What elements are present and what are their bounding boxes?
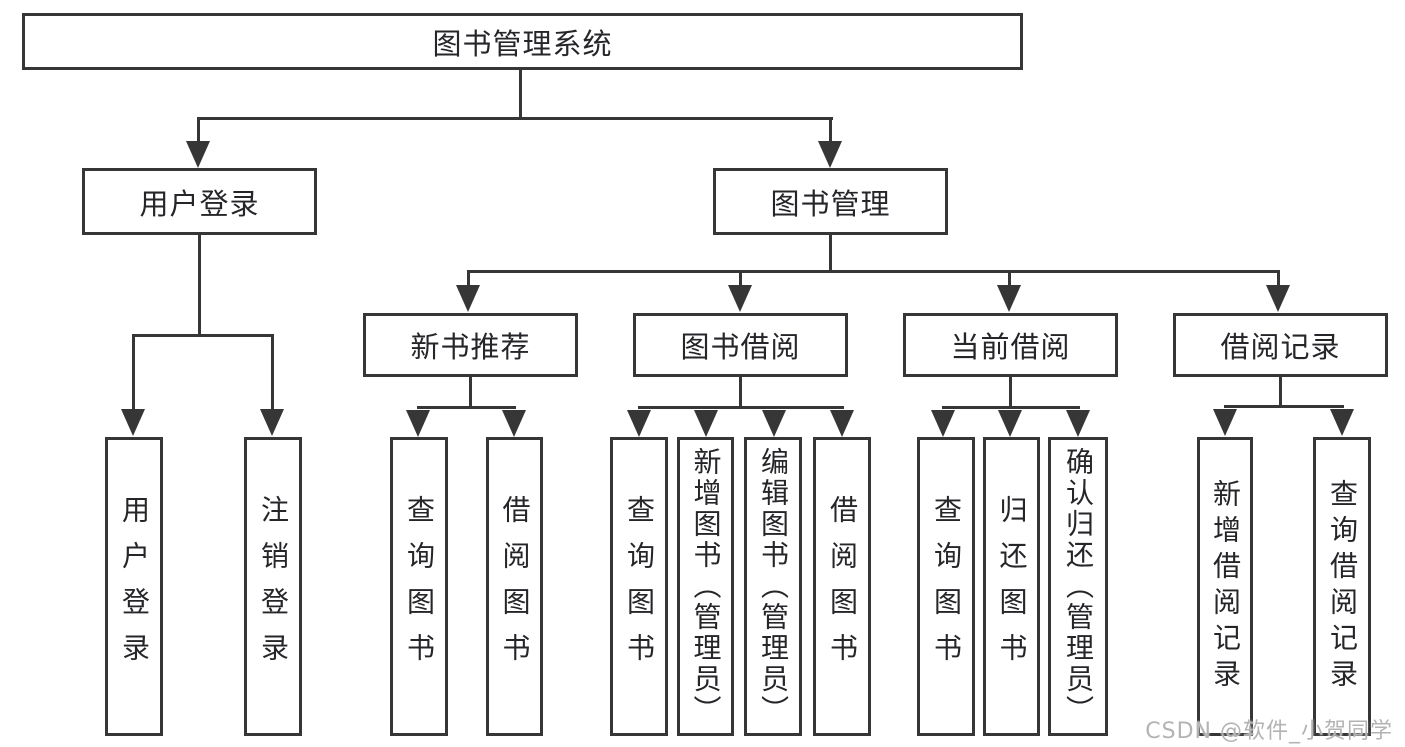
node-leaf-edit-book-admin: 编辑图书（管理员）	[744, 437, 802, 736]
node-leaf-logout: 注销登录	[244, 437, 302, 736]
connector-line	[467, 270, 1280, 273]
connector-line	[942, 406, 1080, 409]
arrow-down-icon	[502, 410, 526, 437]
connector-line	[1279, 377, 1282, 408]
arrow-down-icon	[1066, 410, 1090, 437]
arrow-down-icon	[830, 410, 854, 437]
arrow-down-icon	[1266, 285, 1290, 312]
connector-line	[739, 270, 742, 287]
node-book-borrow: 图书借阅	[633, 313, 848, 377]
node-leaf-user-login: 用户登录	[105, 437, 163, 736]
connector-line	[739, 377, 742, 409]
connector-line	[1008, 270, 1011, 287]
node-leaf-confirm-return-admin: 确认归还（管理员）	[1048, 437, 1108, 736]
arrow-down-icon	[1213, 409, 1237, 436]
node-leaf-query-book-1: 查询图书	[390, 437, 448, 736]
leaf-label: 查询图书	[403, 494, 436, 679]
node-user-login: 用户登录	[82, 168, 317, 235]
leaf-label: 借阅图书	[498, 494, 532, 679]
connector-line	[1224, 405, 1344, 408]
arrow-down-icon	[997, 285, 1021, 312]
leaf-label: 注销登录	[257, 494, 290, 679]
node-leaf-query-borrow-record: 查询借阅记录	[1313, 437, 1371, 736]
connector-line	[1009, 377, 1012, 409]
connector-line	[132, 334, 274, 337]
arrow-down-icon	[818, 141, 842, 168]
leaf-label: 新增借阅记录	[1209, 478, 1242, 695]
arrow-down-icon	[627, 410, 651, 437]
leaf-label: 归还图书	[995, 494, 1029, 679]
leaf-label: 查询借阅记录	[1326, 478, 1359, 695]
connector-line	[467, 270, 470, 287]
node-leaf-query-book-3: 查询图书	[917, 437, 975, 736]
arrow-down-icon	[694, 410, 718, 437]
arrow-down-icon	[931, 410, 955, 437]
connector-line	[469, 377, 472, 409]
arrow-down-icon	[762, 410, 786, 437]
connector-line	[417, 406, 516, 409]
node-root-library-system: 图书管理系统	[22, 13, 1023, 70]
connector-line	[1277, 270, 1280, 287]
connector-line	[132, 334, 135, 412]
leaf-label: 查询图书	[623, 494, 656, 679]
leaf-label: 新增图书（管理员）	[689, 447, 723, 726]
connector-line	[197, 117, 200, 143]
leaf-label: 查询图书	[930, 494, 963, 679]
node-leaf-return-book: 归还图书	[983, 437, 1040, 736]
arrow-down-icon	[998, 410, 1022, 437]
csdn-watermark: CSDN @软件_小贺同学	[1145, 719, 1393, 744]
connector-line	[638, 406, 844, 409]
leaf-label: 确认归还（管理员）	[1062, 447, 1095, 726]
leaf-label: 编辑图书（管理员）	[757, 447, 790, 726]
arrow-down-icon	[121, 409, 145, 436]
arrow-down-icon	[1330, 409, 1354, 436]
node-leaf-add-book-admin: 新增图书（管理员）	[677, 437, 734, 736]
node-leaf-query-book-2: 查询图书	[610, 437, 668, 736]
arrow-down-icon	[406, 410, 430, 437]
connector-line	[197, 117, 833, 120]
leaf-label: 借阅图书	[826, 494, 859, 679]
node-leaf-borrow-book-2: 借阅图书	[813, 437, 871, 736]
connector-line	[829, 117, 832, 143]
node-new-book-recommend: 新书推荐	[363, 313, 578, 377]
node-book-management: 图书管理	[713, 168, 948, 235]
leaf-label: 用户登录	[118, 494, 151, 679]
node-current-borrow: 当前借阅	[903, 313, 1118, 377]
node-leaf-borrow-book-1: 借阅图书	[486, 437, 543, 736]
arrow-down-icon	[456, 285, 480, 312]
arrow-down-icon	[728, 285, 752, 312]
arrow-down-icon	[260, 409, 284, 436]
node-borrow-record: 借阅记录	[1173, 313, 1388, 377]
arrow-down-icon	[186, 141, 210, 168]
node-leaf-add-borrow-record: 新增借阅记录	[1197, 437, 1253, 736]
connector-line	[829, 235, 832, 272]
connector-line	[519, 70, 522, 119]
connector-line	[198, 235, 201, 336]
connector-line	[271, 334, 274, 412]
